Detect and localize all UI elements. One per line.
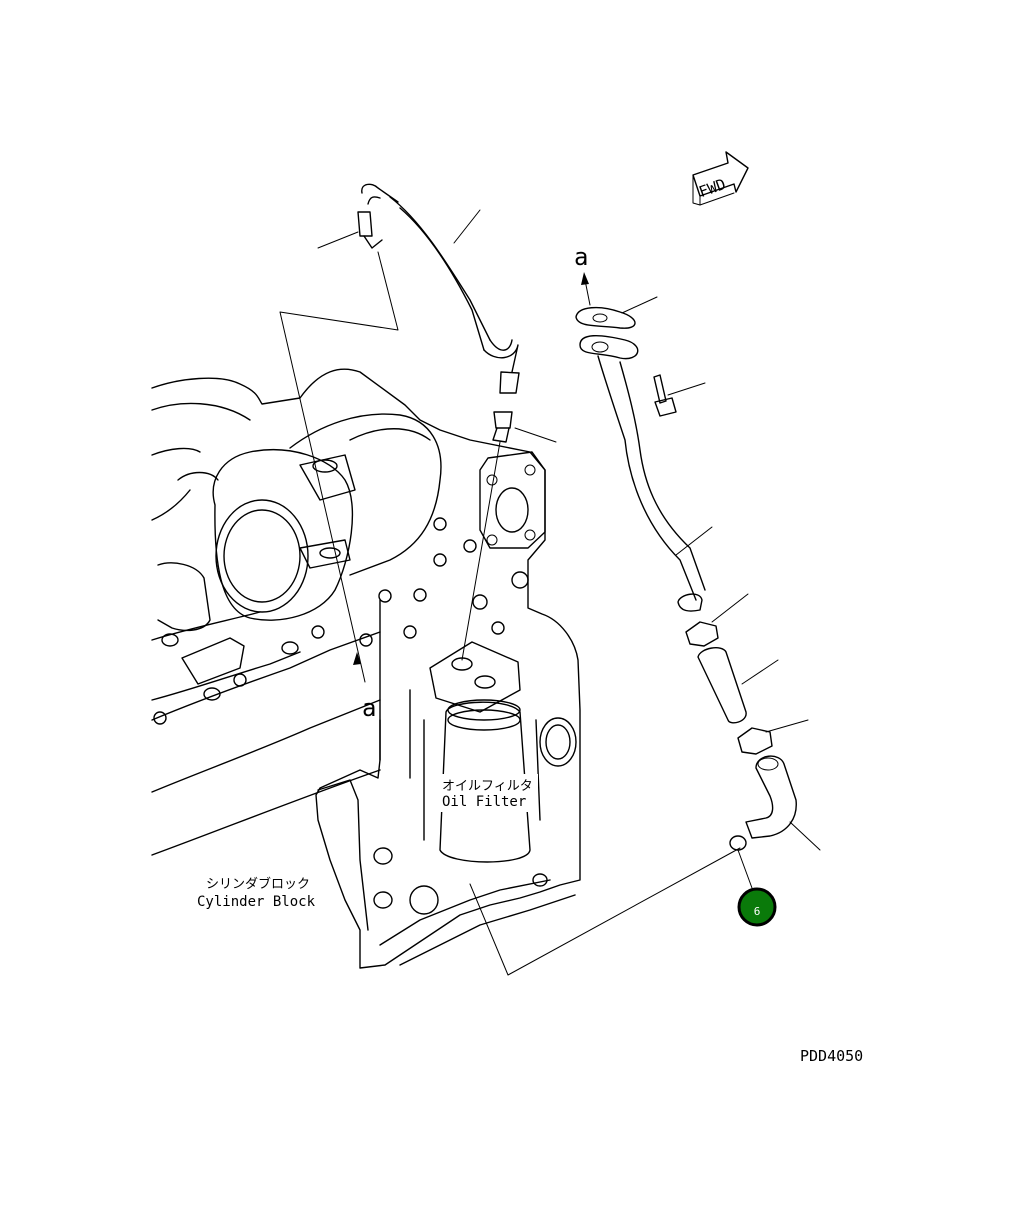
fwd-arrow-icon: FWD — [692, 151, 749, 206]
callout-6[interactable]: 6 — [737, 849, 777, 927]
drain-pipe-assembly — [575, 296, 821, 851]
cylinder-block-en: Cylinder Block — [197, 894, 316, 910]
ref-top-label: a — [574, 243, 588, 271]
ref-bottom-label: a — [362, 694, 376, 722]
oil-filter-label: オイルフィルタ Oil Filter — [438, 774, 538, 812]
leader-lines — [279, 251, 741, 976]
callout-number: 6 — [754, 905, 761, 918]
engine-block — [151, 368, 581, 969]
cylinder-block-jp: シリンダブロック — [206, 876, 310, 892]
drawing-code: PDD4050 — [800, 1047, 863, 1065]
oil-filter-jp: オイルフィルタ — [442, 779, 533, 794]
oil-supply-hose — [317, 183, 557, 443]
cylinder-block-label: シリンダブロック Cylinder Block — [197, 876, 316, 910]
oil-filter-en: Oil Filter — [442, 794, 526, 810]
ref-arrow-bottom: a — [353, 652, 376, 722]
ref-arrow-top: a — [574, 243, 591, 306]
